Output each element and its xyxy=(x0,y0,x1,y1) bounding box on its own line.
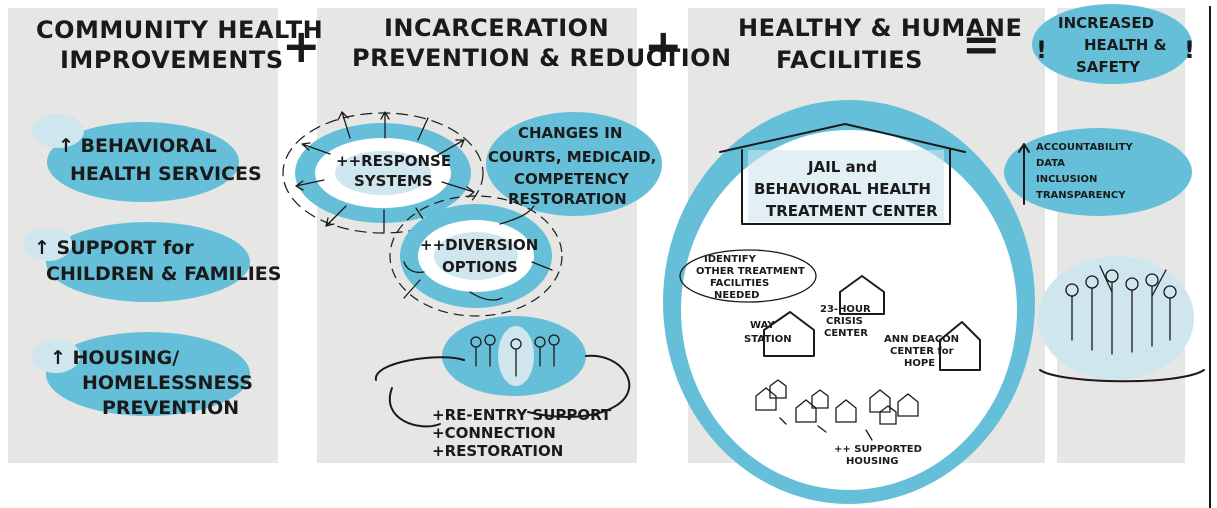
svg-text:↑ BEHAVIORAL: ↑ BEHAVIORAL xyxy=(58,135,217,157)
re-entry-group: +RE-ENTRY SUPPORT +CONNECTION +RESTORATI… xyxy=(374,316,631,460)
plus-operator-1: + xyxy=(282,19,321,73)
ann-deacon-center: ANN DEACON CENTER for HOPE xyxy=(884,321,981,371)
svg-text:OTHER TREATMENT: OTHER TREATMENT xyxy=(696,266,805,277)
crisis-center: 23-HOUR CRISIS CENTER xyxy=(820,275,885,339)
identify-other-facilities: IDENTIFY OTHER TREATMENT FACILITIES NEED… xyxy=(679,249,817,303)
svg-text:ANN DEACON: ANN DEACON xyxy=(884,334,959,345)
svg-text:INCARCERATION: INCARCERATION xyxy=(384,14,609,42)
svg-text:↑ HOUSING/: ↑ HOUSING/ xyxy=(50,347,179,369)
svg-text:SAFETY: SAFETY xyxy=(1076,58,1141,76)
svg-text:COURTS, MEDICAID,: COURTS, MEDICAID, xyxy=(488,148,656,166)
svg-text:PREVENTION: PREVENTION xyxy=(102,397,239,419)
increased-health-safety-title: INCREASED HEALTH & SAFETY ! ! xyxy=(1032,4,1195,84)
svg-text:HOUSING: HOUSING xyxy=(846,456,899,467)
svg-text:INCREASED: INCREASED xyxy=(1058,14,1154,32)
changes-in-courts-node: CHANGES IN COURTS, MEDICAID, COMPETENCY … xyxy=(486,112,662,216)
svg-text:COMPETENCY: COMPETENCY xyxy=(514,170,630,188)
svg-text:FACILITIES: FACILITIES xyxy=(776,46,923,74)
svg-text:HEALTHY & HUMANE: HEALTHY & HUMANE xyxy=(738,14,1022,42)
svg-text:BEHAVIORAL HEALTH: BEHAVIORAL HEALTH xyxy=(754,180,931,198)
svg-text:JAIL and: JAIL and xyxy=(807,158,877,176)
svg-text:ACCOUNTABILITY: ACCOUNTABILITY xyxy=(1036,142,1133,153)
plus-operator-2: + xyxy=(644,19,683,73)
accountability-list: ACCOUNTABILITY DATA INCLUSION TRANSPAREN… xyxy=(1004,128,1192,216)
svg-text:CENTER for: CENTER for xyxy=(890,346,954,357)
svg-text:IDENTIFY: IDENTIFY xyxy=(704,254,757,265)
svg-text:WAY: WAY xyxy=(750,320,775,331)
way-station: WAY STATION xyxy=(744,311,815,357)
svg-text:!: ! xyxy=(1036,36,1047,64)
svg-text:TRANSPARENCY: TRANSPARENCY xyxy=(1036,190,1126,201)
svg-text:STATION: STATION xyxy=(744,334,792,345)
svg-text:PREVENTION & REDUCTION: PREVENTION & REDUCTION xyxy=(352,44,732,72)
svg-text:++RESPONSE: ++RESPONSE xyxy=(336,152,451,170)
supported-housing: ++ SUPPORTED HOUSING xyxy=(755,379,922,467)
facilities-title: HEALTHY & HUMANE FACILITIES xyxy=(738,14,1022,74)
equals-operator: = xyxy=(962,17,1001,71)
svg-text:CRISIS: CRISIS xyxy=(826,316,863,327)
svg-text:HOPE: HOPE xyxy=(904,358,935,369)
community-health-title: COMMUNITY HEALTH IMPROVEMENTS xyxy=(36,16,323,74)
svg-text:NEEDED: NEEDED xyxy=(714,290,759,301)
housing-homelessness-item: ↑ HOUSING/ HOMELESSNESS PREVENTION xyxy=(32,332,253,419)
svg-text:HEALTH &: HEALTH & xyxy=(1084,36,1167,54)
jail-treatment-center: JAIL and BEHAVIORAL HEALTH TREATMENT CEN… xyxy=(719,123,966,225)
response-systems-node: ++RESPONSE SYSTEMS xyxy=(282,111,484,234)
svg-text:+RESTORATION: +RESTORATION xyxy=(432,442,563,460)
svg-text:OPTIONS: OPTIONS xyxy=(442,258,518,276)
svg-text:↑ SUPPORT for: ↑ SUPPORT for xyxy=(34,237,194,259)
svg-text:+CONNECTION: +CONNECTION xyxy=(432,424,556,442)
svg-text:FACILITIES: FACILITIES xyxy=(710,278,769,289)
support-children-families-item: ↑ SUPPORT for CHILDREN & FAMILIES xyxy=(24,222,281,302)
svg-text:RESTORATION: RESTORATION xyxy=(508,190,627,208)
diversion-options-node: ++DIVERSION OPTIONS xyxy=(389,195,563,317)
svg-text:++DIVERSION: ++DIVERSION xyxy=(420,236,538,254)
svg-text:!: ! xyxy=(1184,36,1195,64)
svg-text:CHANGES IN: CHANGES IN xyxy=(518,124,622,142)
crowd-illustration xyxy=(1038,256,1205,383)
svg-text:COMMUNITY HEALTH: COMMUNITY HEALTH xyxy=(36,16,323,44)
behavioral-health-services-item: ↑ BEHAVIORAL HEALTH SERVICES xyxy=(32,114,262,202)
svg-text:+RE-ENTRY SUPPORT: +RE-ENTRY SUPPORT xyxy=(432,406,612,424)
svg-text:23-HOUR: 23-HOUR xyxy=(820,304,871,315)
svg-text:INCLUSION: INCLUSION xyxy=(1036,174,1097,185)
svg-text:SYSTEMS: SYSTEMS xyxy=(354,172,433,190)
svg-text:IMPROVEMENTS: IMPROVEMENTS xyxy=(60,46,284,74)
svg-text:++ SUPPORTED: ++ SUPPORTED xyxy=(834,444,922,455)
svg-text:HEALTH SERVICES: HEALTH SERVICES xyxy=(70,163,262,185)
svg-text:DATA: DATA xyxy=(1036,158,1065,169)
incarceration-title: INCARCERATION PREVENTION & REDUCTION xyxy=(352,14,732,72)
svg-text:CHILDREN & FAMILIES: CHILDREN & FAMILIES xyxy=(46,263,281,285)
panel-outcomes xyxy=(1057,8,1185,463)
svg-text:HOMELESSNESS: HOMELESSNESS xyxy=(82,372,253,394)
svg-text:CENTER: CENTER xyxy=(824,328,868,339)
svg-text:TREATMENT CENTER: TREATMENT CENTER xyxy=(766,202,938,220)
